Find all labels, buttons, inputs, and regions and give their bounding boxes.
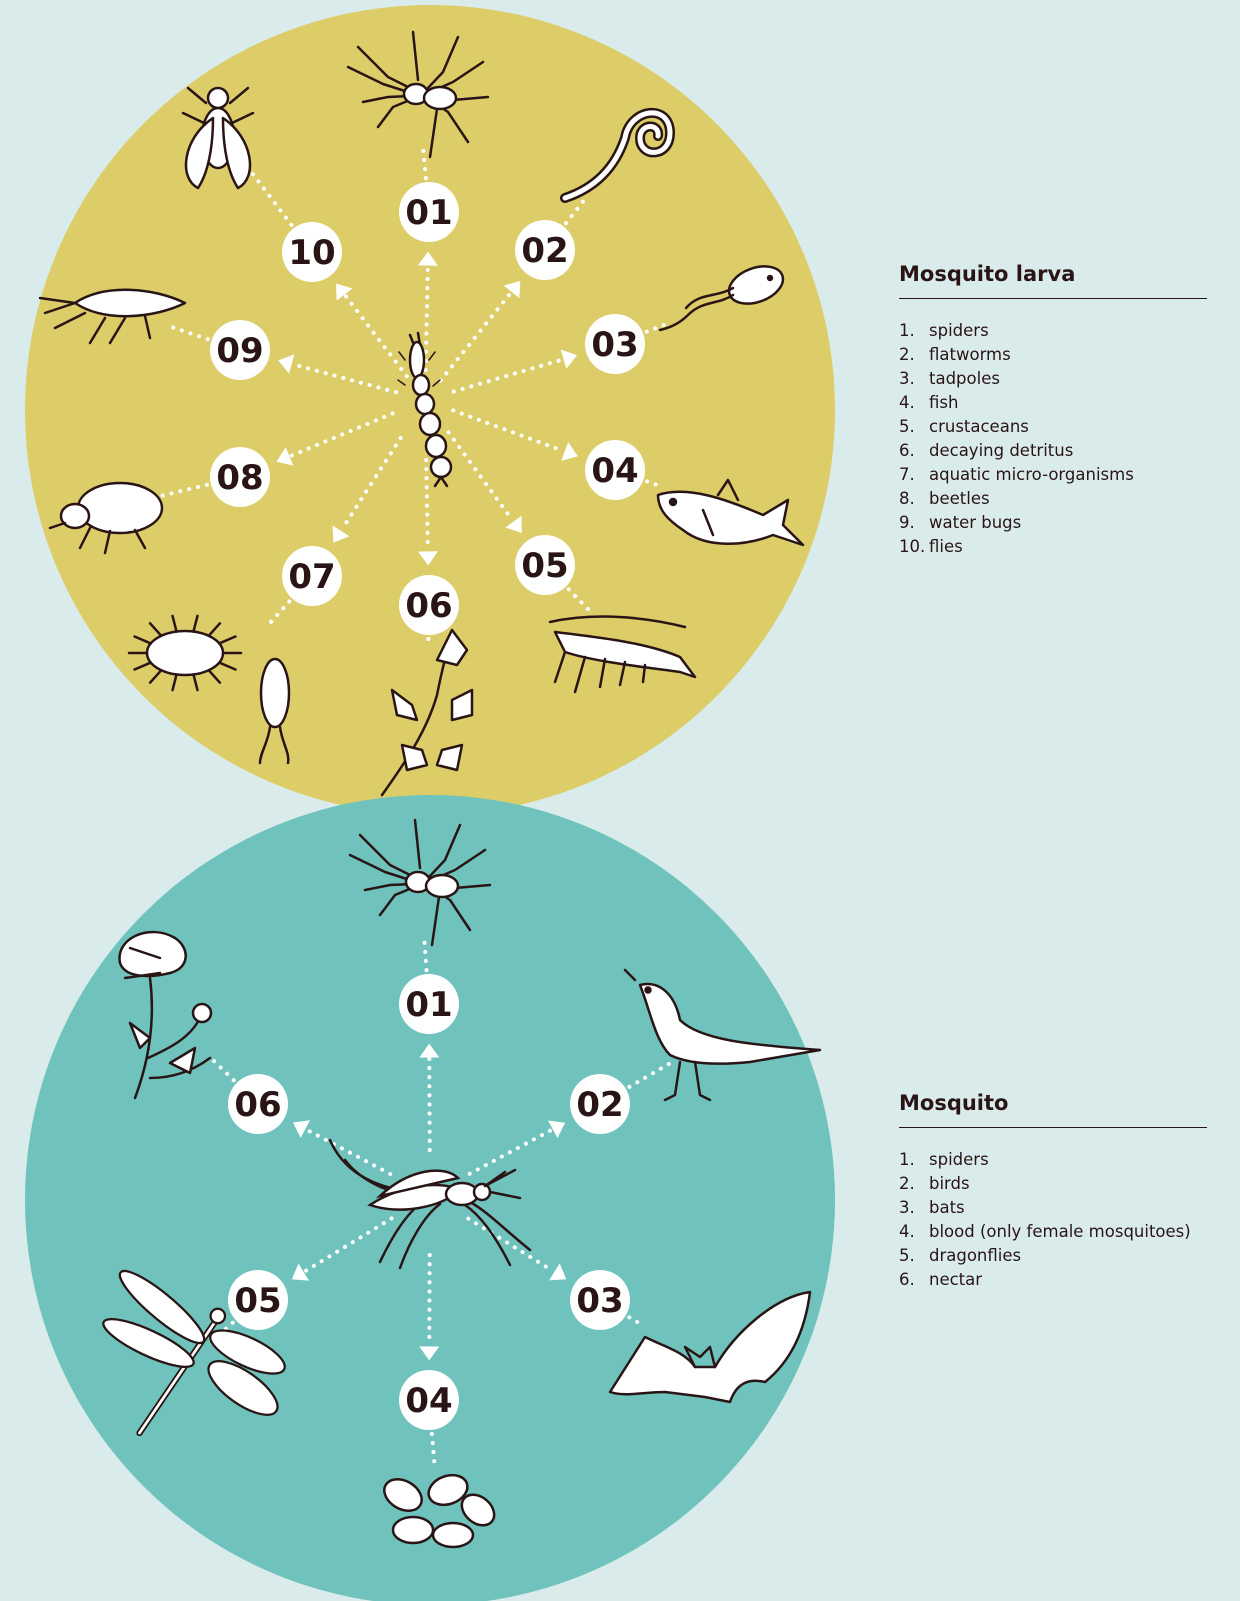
legend-item: 2.birds [899,1172,1207,1196]
legend-list: 1.spiders 2.flatworms 3.tadpoles 4.fish … [899,319,1207,559]
legend-label: bats [929,1198,965,1217]
legend-number: 3. [899,367,929,391]
legend-list: 1.spiders 2.birds 3.bats 4.blood (only f… [899,1148,1207,1292]
legend-item: 1.spiders [899,1148,1207,1172]
legend-item: 8.beetles [899,487,1207,511]
legend-label: fish [929,393,958,412]
legend-number: 5. [899,415,929,439]
legend-item: 5.crustaceans [899,415,1207,439]
number-label: 04 [405,1381,452,1421]
legend-number: 5. [899,1244,929,1268]
number-label: 01 [405,985,452,1025]
legend-mosquito: Mosquito 1.spiders 2.birds 3.bats 4.bloo… [899,1091,1207,1292]
legend-number: 7. [899,463,929,487]
legend-number: 9. [899,511,929,535]
legend-number: 8. [899,487,929,511]
legend-item: 4.blood (only female mosquitoes) [899,1220,1207,1244]
legend-item: 4.fish [899,391,1207,415]
legend-label: blood (only female mosquitoes) [929,1222,1191,1241]
legend-label: tadpoles [929,369,1000,388]
legend-number: 1. [899,1148,929,1172]
legend-item: 6.nectar [899,1268,1207,1292]
legend-item: 10.flies [899,535,1207,559]
legend-label: aquatic micro-organisms [929,465,1134,484]
legend-item: 6.decaying detritus [899,439,1207,463]
legend-title: Mosquito [899,1091,1207,1128]
legend-item: 2.flatworms [899,343,1207,367]
legend-label: flies [929,537,963,556]
legend-number: 6. [899,1268,929,1292]
number-label: 03 [576,1281,623,1321]
number-label: 06 [405,586,452,626]
legend-label: water bugs [929,513,1021,532]
legend-label: decaying detritus [929,441,1073,460]
number-label: 07 [288,557,335,597]
legend-number: 2. [899,1172,929,1196]
legend-item: 7.aquatic micro-organisms [899,463,1207,487]
legend-label: spiders [929,1150,989,1169]
legend-item: 3.bats [899,1196,1207,1220]
legend-title: Mosquito larva [899,262,1207,299]
number-label: 08 [216,458,263,498]
legend-item: 3.tadpoles [899,367,1207,391]
number-label: 10 [288,233,335,273]
legend-number: 6. [899,439,929,463]
legend-label: beetles [929,489,990,508]
number-label: 05 [234,1281,281,1321]
number-label: 06 [234,1085,281,1125]
legend-item: 5.dragonflies [899,1244,1207,1268]
legend-number: 4. [899,1220,929,1244]
legend-larva: Mosquito larva 1.spiders 2.flatworms 3.t… [899,262,1207,559]
legend-label: nectar [929,1270,982,1289]
legend-label: dragonflies [929,1246,1021,1265]
legend-number: 3. [899,1196,929,1220]
legend-label: flatworms [929,345,1011,364]
legend-number: 1. [899,319,929,343]
legend-item: 1.spiders [899,319,1207,343]
legend-label: crustaceans [929,417,1029,436]
number-label: 02 [521,231,568,271]
number-label: 01 [405,193,452,233]
legend-label: spiders [929,321,989,340]
legend-label: birds [929,1174,970,1193]
number-label: 09 [216,331,263,371]
legend-number: 10. [899,535,929,559]
number-label: 05 [521,546,568,586]
legend-number: 4. [899,391,929,415]
number-label: 04 [591,451,638,491]
number-label: 03 [591,325,638,365]
legend-item: 9.water bugs [899,511,1207,535]
number-label: 02 [576,1085,623,1125]
legend-number: 2. [899,343,929,367]
